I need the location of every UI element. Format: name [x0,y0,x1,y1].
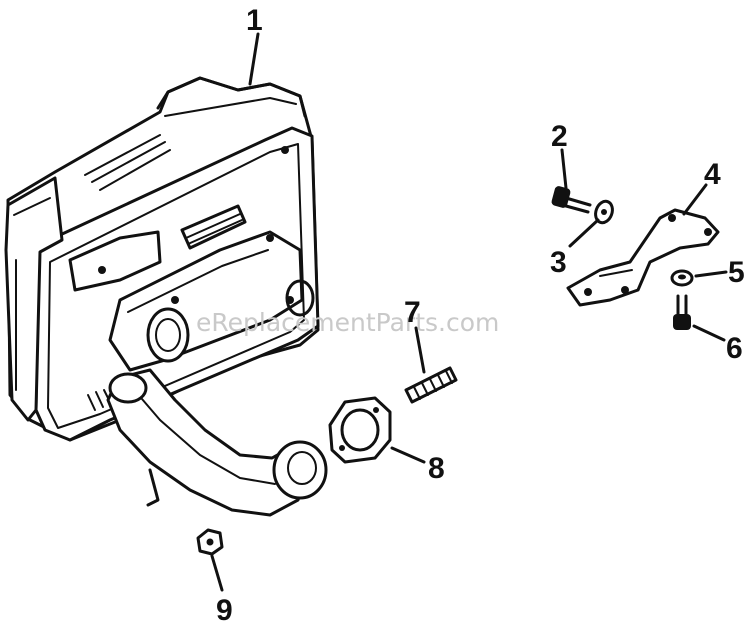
bracket-4[interactable] [566,208,720,307]
callout-4: 4 [704,158,721,191]
callout-9: 9 [216,594,233,627]
callout-5: 5 [728,256,745,289]
bolt-2[interactable] [551,185,592,214]
callout-2: 2 [551,120,568,153]
stud-7[interactable] [404,366,458,404]
muffler[interactable] [4,76,320,442]
watermark: eReplacementParts.com [196,308,499,337]
callout-1: 1 [246,4,263,37]
bolt-6[interactable] [673,294,691,330]
leader-lines [210,32,728,592]
gasket-8[interactable] [328,396,392,464]
callout-7: 7 [404,296,421,329]
callout-8: 8 [428,452,445,485]
exhaust-pipe[interactable] [106,368,328,517]
washer-3[interactable] [593,199,616,225]
nut-9[interactable] [196,528,224,556]
callout-3: 3 [550,246,567,279]
callout-6: 6 [726,332,743,365]
washer-5[interactable] [670,269,694,287]
